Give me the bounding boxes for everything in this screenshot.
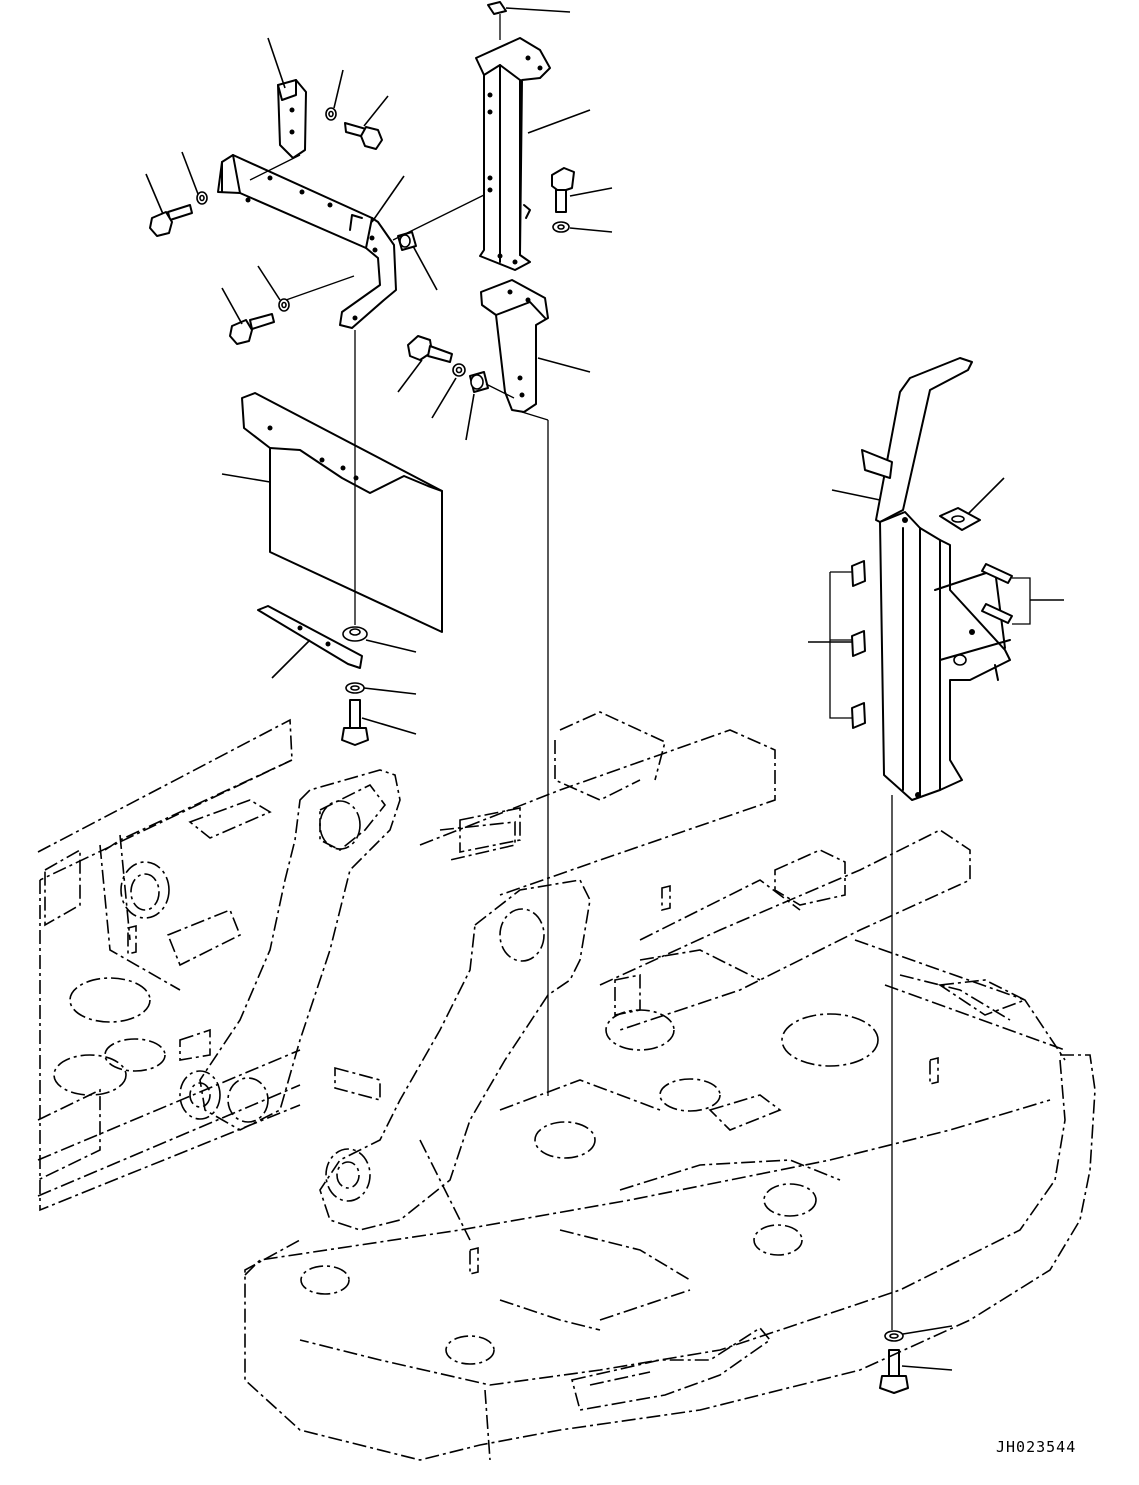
centre-column-assembly: [407, 1, 575, 413]
small-bracket: [277, 79, 307, 159]
leader-lines: [145, 7, 1064, 1371]
washer: [278, 298, 290, 312]
bolt: [344, 122, 383, 150]
main-bracket-plate: [217, 154, 397, 329]
bolt: [551, 167, 575, 213]
bolt: [341, 699, 369, 746]
side-rail-assembly: [861, 357, 1011, 801]
washer: [325, 107, 337, 121]
revolving-frame: [37, 711, 1096, 1461]
bolt: [407, 335, 453, 363]
shield-plate: [241, 392, 443, 633]
mounting-strip: [257, 605, 363, 669]
label-decal: [851, 507, 1013, 729]
washer: [345, 682, 365, 694]
alignment-lines: [354, 14, 893, 1330]
washer: [884, 1330, 904, 1342]
tag-plate: [487, 1, 507, 15]
upper-bracket-assembly: [149, 79, 485, 345]
spacer: [469, 371, 489, 393]
bolt: [149, 204, 193, 237]
drawing-number: JH023544: [996, 1438, 1077, 1456]
washer: [452, 363, 466, 377]
lower-column: [480, 279, 549, 413]
bolt: [879, 1349, 909, 1394]
rubber-mount: [342, 626, 368, 642]
bolt: [229, 313, 275, 345]
washer: [196, 191, 208, 205]
washer: [552, 221, 570, 233]
upper-column: [475, 37, 551, 271]
